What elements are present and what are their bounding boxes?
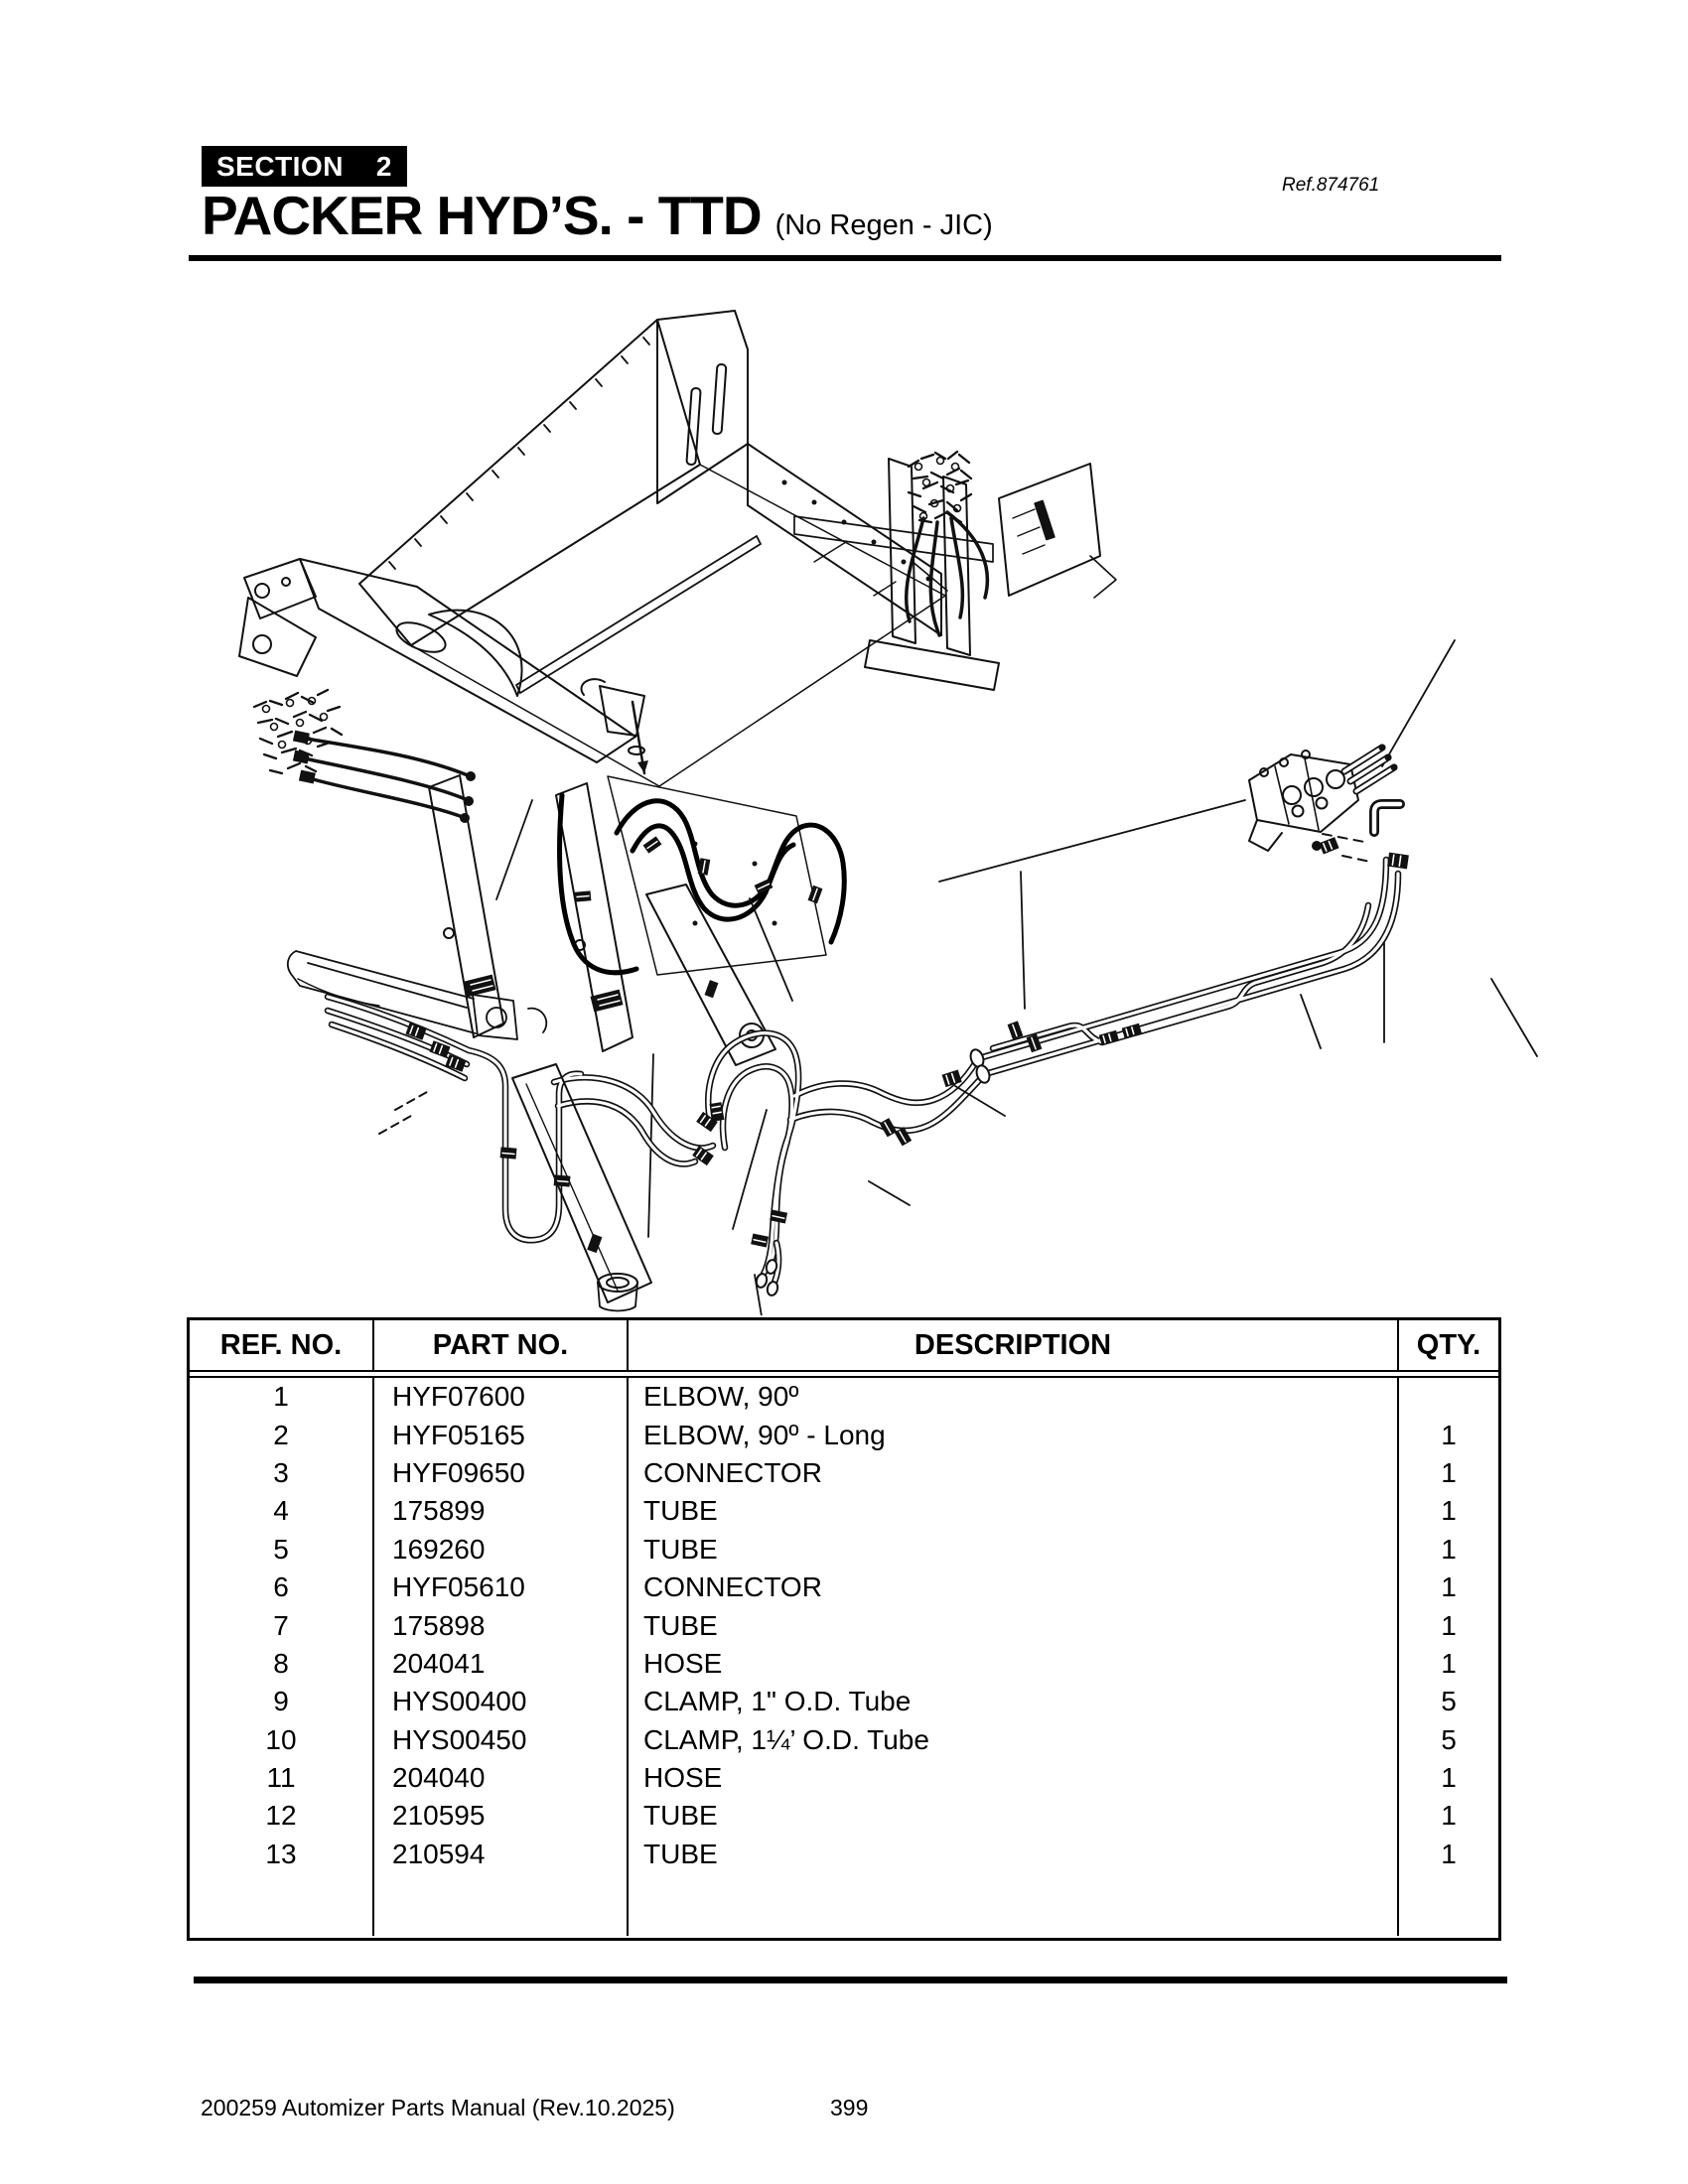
fin-hatch [463,974,624,1013]
table-cell-ref: 8 [273,1647,289,1679]
rear-fitting-cluster [907,450,973,524]
tube-clamps [499,1021,1043,1248]
title-row: PACKER HYD’S. - TTD (No Regen - JIC) [202,189,993,243]
table-cell-part: 175898 [392,1609,486,1641]
table-cell-ref: 1 [273,1381,289,1413]
table-cell-ref: 12 [265,1800,297,1832]
table-cell-qty: 1 [1441,1647,1457,1679]
table-cell-desc: HOSE [643,1762,723,1794]
table-cell-desc: TUBE [643,1609,718,1641]
table-cell-part: HYF07600 [392,1381,525,1413]
parts-diagram [238,310,1538,1315]
table-cell-part: 204041 [392,1647,486,1679]
table-header-row: REF. NO. PART NO. DESCRIPTION QTY. [190,1320,1498,1372]
footer-rule [194,1977,1507,1983]
table-cell-qty: 1 [1441,1533,1457,1565]
table-cell-desc: TUBE [643,1495,718,1527]
elbow-fittings [1312,799,1409,870]
table-cell-qty: 1 [1441,1571,1457,1603]
reference-number: Ref.874761 [1282,175,1380,196]
table-cell-qty: 1 [1441,1838,1457,1869]
table-cell-ref: 3 [273,1456,289,1488]
table-cell-desc: CLAMP, 1" O.D. Tube [643,1686,912,1717]
table-cell-qty: 1 [1441,1495,1457,1527]
table-cell-qty: 1 [1441,1762,1457,1794]
table-cell-desc: CONNECTOR [643,1571,822,1603]
page-subtitle: (No Regen - JIC) [774,209,993,241]
table-cell-desc: ELBOW, 90º - Long [643,1419,886,1450]
packer-body-illustration [238,310,1117,1066]
valve-bank [1248,744,1398,852]
table-cell-part: HYF05165 [392,1419,525,1450]
table-cell-ref: 4 [273,1495,289,1527]
table-cell-ref: 7 [273,1609,289,1641]
table-cell-ref: 10 [265,1723,297,1755]
table-cell-desc: HOSE [643,1647,723,1679]
bolt-dots [781,479,931,582]
table-cell-part: 169260 [392,1533,486,1565]
table-cell-qty [1399,1378,1498,1416]
packer-hoses-bold [556,792,847,976]
table-cell-part: HYF05610 [392,1571,525,1603]
table-cell-qty: 1 [1441,1609,1457,1641]
header-double-line [190,1372,1498,1378]
table-cell-qty: 1 [1441,1419,1457,1450]
table-cell-part: HYF09650 [392,1456,525,1488]
table-cell-desc: TUBE [643,1800,718,1832]
pin-bracket-part [580,678,648,775]
footer-manual-name: 200259 Automizer Parts Manual (Rev.10.20… [201,2095,675,2120]
table-cell-qty: 5 [1441,1723,1457,1755]
page-title: PACKER HYD’S. - TTD [202,185,763,246]
tube-fittings [405,1023,1143,1166]
section-label: SECTION [216,150,344,182]
table-cell-part: 204040 [392,1762,486,1794]
hose-clamps-top [574,836,823,904]
table-cell-part: 210594 [392,1838,486,1869]
table-cell-qty: 5 [1441,1686,1457,1717]
col-header-qty: QTY. [1416,1328,1481,1361]
header-rule [189,255,1501,261]
qty-column: 1 1 1 1 1 1 1 5 5 1 1 1 [1399,1378,1498,1936]
table-cell-qty: 1 [1441,1456,1457,1488]
table-cell-part: HYS00400 [392,1686,527,1717]
table-cell-qty: 1 [1441,1800,1457,1832]
cylinder-arm [511,1063,652,1312]
table-cell-ref: 13 [265,1838,297,1869]
table-cell-part: HYS00450 [392,1723,527,1755]
table-cell-desc: CONNECTOR [643,1456,822,1488]
frame-rail [286,950,548,1040]
table-cell-desc: TUBE [643,1533,718,1565]
table-cell-ref: 5 [273,1533,289,1565]
table-cell-desc: CLAMP, 1¼’ O.D. Tube [643,1723,929,1755]
table-cell-desc: ELBOW, 90º [643,1381,799,1413]
table-cell-ref: 9 [273,1686,289,1717]
footer-page-number: 399 [830,2095,869,2120]
hydraulic-lines-illustration [286,639,1538,1315]
section-number: 2 [375,150,392,182]
col-header-ref: REF. NO. [190,1320,374,1370]
section-badge: SECTION 2 [202,146,407,187]
table-cell-desc: TUBE [643,1838,718,1869]
col-header-desc: DESCRIPTION [629,1320,1399,1370]
table-cell-ref: 6 [273,1571,289,1603]
table-cell-part: 175899 [392,1495,486,1527]
table-cell-ref: 11 [266,1762,296,1794]
table-cell-part: 210595 [392,1800,486,1832]
table-cell-ref: 2 [273,1419,289,1450]
col-header-part: PART NO. [374,1320,629,1370]
